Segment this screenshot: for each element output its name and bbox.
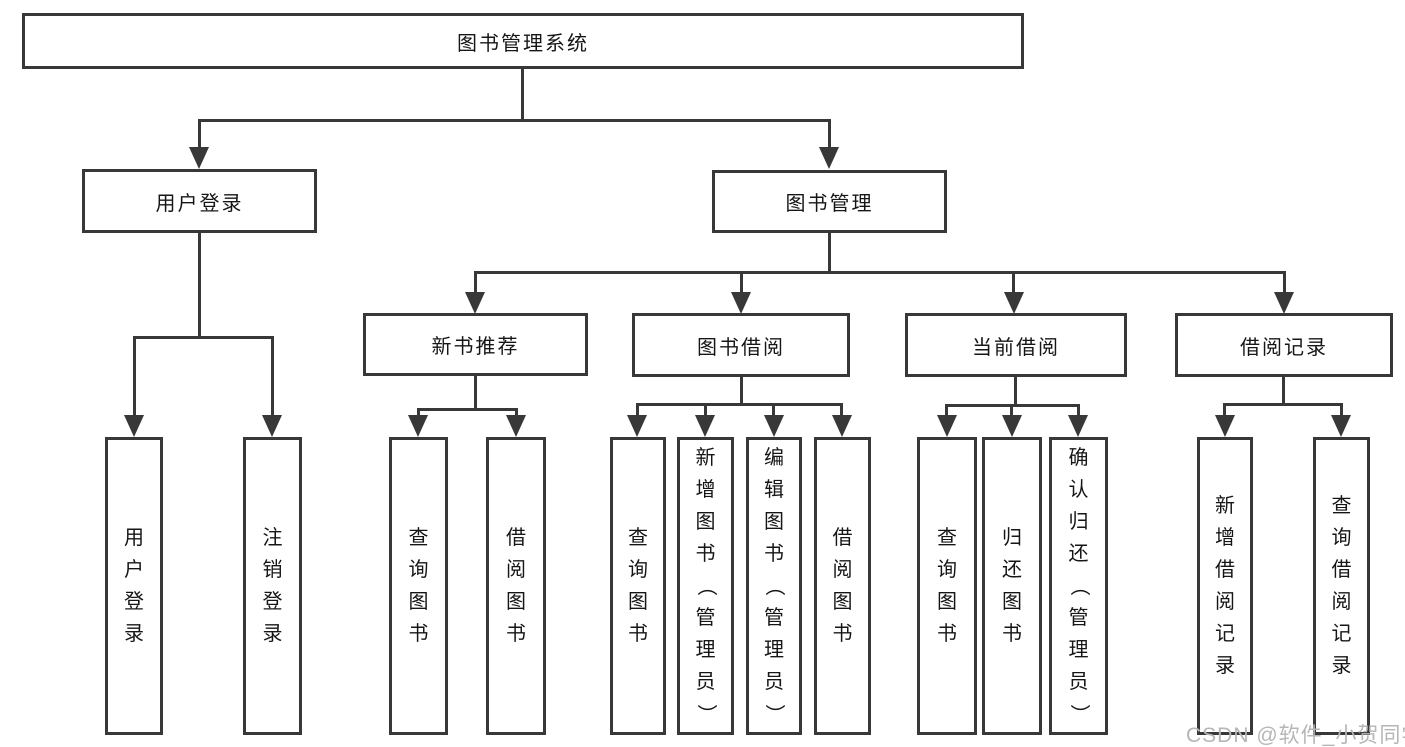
- connector-leaf-stem: [417, 408, 420, 418]
- connector-level3-rail: [474, 271, 1285, 274]
- node-current-borrow: 当前借阅: [905, 313, 1127, 377]
- connector-to-new-book: [474, 271, 477, 295]
- connector-book-borrow-rail: [637, 403, 843, 406]
- connector-to-borrow-records: [1283, 271, 1286, 295]
- leaf-label: 借阅图书: [832, 527, 853, 645]
- connector-to-book-borrow: [740, 271, 743, 295]
- leaf-label: 确认归还（管理员）: [1067, 447, 1090, 724]
- node-label: 图书管理系统: [457, 32, 589, 55]
- connector-leaf-stem: [1223, 403, 1226, 417]
- leaf-query-books-current: 查询图书: [917, 437, 977, 735]
- csdn-watermark: CSDN @软件_小贺同学: [1186, 724, 1405, 747]
- connector-root-stem: [521, 69, 524, 120]
- connector-leaf-stem: [704, 403, 707, 417]
- connector-to-book-management: [828, 119, 831, 149]
- arrowhead-book-borrow: [731, 292, 751, 314]
- arrowhead-book-management: [819, 147, 839, 169]
- leaf-query-borrow-record: 查询借阅记录: [1313, 437, 1370, 735]
- connector-to-leaf-login: [133, 336, 136, 417]
- leaf-add-book-admin: 新增图书（管理员）: [677, 437, 734, 735]
- arrowhead-current-borrow: [1004, 292, 1024, 314]
- node-label: 图书管理: [785, 193, 874, 215]
- connector-leaf-stem: [945, 404, 948, 417]
- node-book-borrow: 图书借阅: [632, 313, 850, 377]
- leaf-label: 新增图书（管理员）: [694, 447, 717, 724]
- connector-user-login-rail: [133, 336, 274, 339]
- node-library-management-system: 图书管理系统: [22, 13, 1024, 69]
- leaf-edit-book-admin: 编辑图书（管理员）: [746, 437, 802, 735]
- connector-current-borrow-stem: [1014, 377, 1017, 404]
- node-user-login: 用户登录: [82, 169, 317, 233]
- arrowhead-leaf: [408, 415, 428, 437]
- arrowhead-user-login: [189, 147, 209, 169]
- connector-borrow-records-rail: [1224, 403, 1343, 406]
- leaf-label: 查询图书: [628, 527, 648, 645]
- leaf-label: 查询图书: [408, 527, 429, 645]
- leaf-label: 新增借阅记录: [1215, 495, 1235, 677]
- leaf-return-book: 归还图书: [982, 437, 1042, 735]
- node-label: 新书推荐: [431, 336, 520, 358]
- leaf-query-books-borrow: 查询图书: [610, 437, 666, 735]
- leaf-user-login: 用户登录: [105, 437, 163, 735]
- connector-user-login-stem: [198, 233, 201, 336]
- connector-new-book-rail: [417, 408, 518, 411]
- connector-leaf-stem: [636, 403, 639, 417]
- node-label: 图书借阅: [697, 336, 785, 359]
- arrowhead-leaf: [1002, 415, 1022, 437]
- node-label: 用户登录: [155, 192, 244, 215]
- leaf-label: 用户登录: [124, 527, 144, 645]
- connector-level2-rail: [198, 119, 831, 122]
- arrowhead-leaf: [1068, 415, 1088, 437]
- leaf-label: 编辑图书（管理员）: [763, 447, 785, 724]
- node-borrow-records: 借阅记录: [1175, 313, 1393, 377]
- leaf-label: 查询图书: [937, 527, 957, 645]
- leaf-add-borrow-record: 新增借阅记录: [1197, 437, 1253, 735]
- connector-to-leaf-logout: [271, 336, 274, 417]
- leaf-label: 借阅图书: [506, 527, 526, 645]
- leaf-logout: 注销登录: [243, 437, 302, 735]
- arrowhead-borrow-records: [1274, 292, 1294, 314]
- node-label: 借阅记录: [1240, 336, 1328, 359]
- connector-leaf-stem: [840, 403, 843, 417]
- arrowhead-leaf: [832, 415, 852, 437]
- connector-leaf-stem: [1077, 404, 1080, 417]
- leaf-borrow-books-recommend: 借阅图书: [486, 437, 546, 735]
- leaf-borrow-book: 借阅图书: [814, 437, 871, 735]
- connector-leaf-stem: [515, 408, 518, 418]
- arrowhead-leaf: [1331, 415, 1351, 437]
- arrowhead-leaf: [764, 415, 784, 437]
- connector-leaf-stem: [772, 403, 775, 417]
- leaf-label: 注销登录: [262, 527, 283, 645]
- connector-borrow-records-stem: [1282, 377, 1285, 403]
- node-book-management: 图书管理: [712, 170, 947, 233]
- arrowhead-leaf: [627, 415, 647, 437]
- connector-to-user-login: [198, 119, 201, 149]
- leaf-label: 查询借阅记录: [1331, 495, 1352, 677]
- node-new-book-recommend: 新书推荐: [363, 313, 588, 376]
- connector-to-current-borrow: [1012, 271, 1015, 295]
- arrowhead-new-book: [465, 292, 485, 314]
- connector-book-management-stem: [828, 233, 831, 271]
- connector-book-borrow-stem: [740, 377, 743, 403]
- connector-leaf-stem: [1010, 404, 1013, 417]
- leaf-query-books-recommend: 查询图书: [389, 437, 448, 735]
- arrowhead-leaf: [695, 415, 715, 437]
- leaf-confirm-return-admin: 确认归还（管理员）: [1049, 437, 1108, 735]
- leaf-label: 归还图书: [1002, 527, 1022, 645]
- node-label: 当前借阅: [972, 336, 1060, 359]
- arrowhead-leaf: [506, 415, 526, 437]
- arrowhead-leaf-login: [124, 415, 144, 437]
- arrowhead-leaf: [937, 415, 957, 437]
- connector-new-book-stem: [474, 376, 477, 409]
- arrowhead-leaf-logout: [262, 415, 282, 437]
- arrowhead-leaf: [1215, 415, 1235, 437]
- connector-leaf-stem: [1340, 403, 1343, 417]
